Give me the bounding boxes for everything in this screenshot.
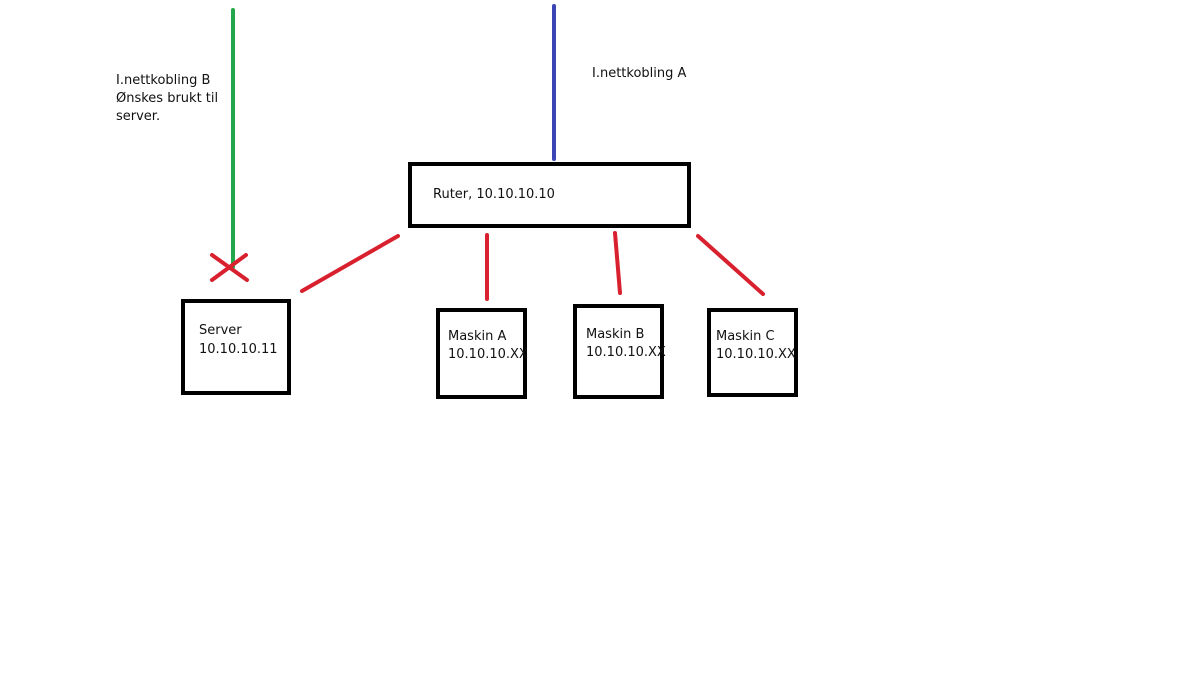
maskin-c-ip: 10.10.10.XX xyxy=(716,347,796,362)
connection-a-label: I.nettkobling A xyxy=(592,66,687,81)
maskin-b-node xyxy=(573,304,664,399)
connection-b-label-line-3: server. xyxy=(116,109,161,124)
wire-router-maskin-c xyxy=(696,234,765,296)
maskin-b-name: Maskin B xyxy=(586,327,645,342)
wire-router-maskin-b xyxy=(613,231,622,295)
maskin-c-node xyxy=(707,308,798,397)
maskin-a-node xyxy=(436,308,527,399)
maskin-a-ip: 10.10.10.XX xyxy=(448,347,528,362)
maskin-b-ip: 10.10.10.XX xyxy=(586,345,666,360)
server-node xyxy=(181,299,291,395)
server-name: Server xyxy=(199,323,242,338)
router-label: Ruter, 10.10.10.10 xyxy=(433,187,555,202)
maskin-c-name: Maskin C xyxy=(716,329,775,344)
blocked-cross-stroke-2 xyxy=(210,253,248,282)
maskin-a-name: Maskin A xyxy=(448,329,507,344)
router-node xyxy=(408,162,691,228)
server-ip: 10.10.10.11 xyxy=(199,342,278,357)
wire-router-server xyxy=(300,234,400,293)
connection-b-label-line-2: Ønskes brukt til xyxy=(116,91,219,106)
blocked-cross-icon xyxy=(210,253,249,282)
connection-b-label-line-1: I.nettkobling B xyxy=(116,73,211,88)
